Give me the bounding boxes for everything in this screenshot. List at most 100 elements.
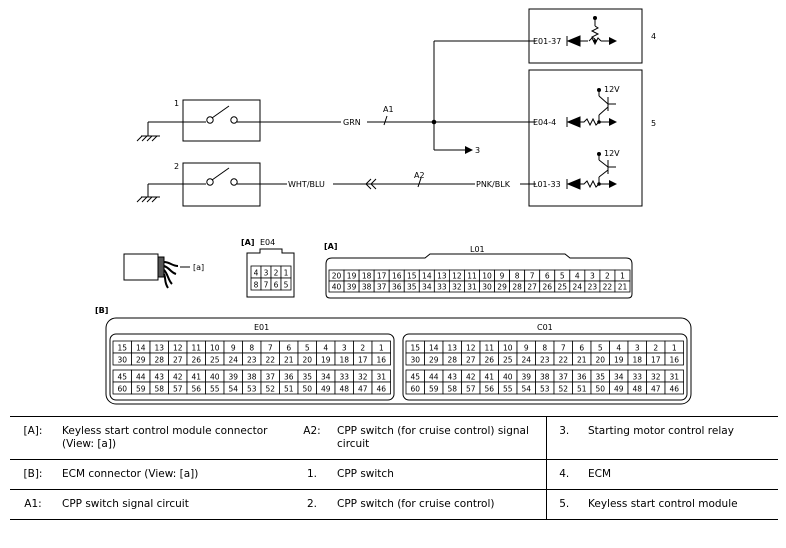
pin-number: 35	[302, 372, 312, 381]
connector-pin: 20	[297, 352, 317, 366]
connector-pin: 29	[494, 280, 510, 293]
connector-pin: 32	[353, 369, 373, 383]
pin-number: 59	[136, 384, 146, 393]
pin-number: 21	[618, 282, 628, 291]
pin-number: 37	[265, 372, 275, 381]
pin-number: 18	[339, 355, 349, 364]
pin-number: 22	[558, 355, 568, 364]
connector-pin: 19	[316, 352, 336, 366]
pin-number: 60	[410, 384, 420, 393]
c01-connector-name: C01	[537, 323, 553, 332]
connector-pin: 13	[149, 340, 169, 354]
connector-pin: 1	[280, 265, 292, 279]
pin-number: 8	[254, 280, 259, 289]
pin-number: 35	[407, 282, 417, 291]
connector-pin: 56	[479, 381, 499, 395]
connector-pin: 1	[371, 340, 391, 354]
pin-number: 27	[527, 282, 537, 291]
connector-pin: 15	[405, 340, 425, 354]
connector-pin: 40	[328, 280, 345, 293]
pin-number: 31	[467, 282, 477, 291]
connector-pin: 10	[205, 340, 225, 354]
connector-pin: 40	[205, 369, 225, 383]
connector-pin: 38	[535, 369, 555, 383]
connector-pin: 38	[358, 280, 375, 293]
pin-number: 32	[358, 372, 368, 381]
connector-pin: 12	[168, 340, 188, 354]
legend-text: CPP switch signal circuit	[56, 489, 293, 520]
wire-color-pnk-blk: PNK/BLK	[476, 180, 511, 189]
pin-number: 42	[466, 372, 476, 381]
pin-number: 17	[651, 355, 661, 364]
wire-color-wht-blu: WHT/BLU	[288, 180, 325, 189]
pin-number: 39	[521, 372, 531, 381]
pin-number: 45	[410, 372, 420, 381]
connector-pin: 27	[461, 352, 481, 366]
connector-pin: 39	[343, 280, 360, 293]
connector-pin: 29	[131, 352, 151, 366]
connector-pin: 28	[509, 280, 526, 293]
wire-label-a1: A1	[383, 105, 394, 114]
pin-number: 10	[503, 343, 513, 352]
pin-number: 43	[154, 372, 164, 381]
pin-number: 28	[154, 355, 164, 364]
pin-number: 54	[228, 384, 238, 393]
connector-pin: 24	[569, 280, 586, 293]
connector-pin: 10	[479, 269, 495, 282]
connector-pin: 34	[418, 280, 435, 293]
wire-label-a2: A2	[414, 171, 425, 180]
connector-pin: 19	[609, 352, 629, 366]
pin-number: 40	[210, 372, 220, 381]
pin-number: 11	[191, 343, 201, 352]
pin-number: 3	[342, 343, 347, 352]
connector-pin: 2	[599, 269, 616, 282]
connector-pin: 51	[279, 381, 299, 395]
pin-number: 37	[377, 282, 387, 291]
connector-pin: 52	[260, 381, 280, 395]
e04-connector-name: E04	[260, 238, 275, 247]
terminal-e01-37: E01-37	[533, 37, 561, 46]
cpp-switch-symbol: 1	[136, 99, 261, 142]
connector-pin: 5	[590, 340, 610, 354]
pin-number: 34	[321, 372, 331, 381]
pin-number: 5	[284, 280, 289, 289]
connector-pin: 54	[223, 381, 243, 395]
connector-pin: 47	[353, 381, 373, 395]
wiring-diagram: 1 2 GRN A1 3	[95, 8, 692, 405]
wire-a2	[260, 177, 536, 188]
connector-pin: 11	[186, 340, 206, 354]
pin-number: 24	[573, 282, 583, 291]
pin-number: 30	[410, 355, 420, 364]
connector-pin: 2	[646, 340, 666, 354]
connector-pin: 43	[442, 369, 462, 383]
pin-number: 58	[154, 384, 164, 393]
supply-12v-a: 12V	[604, 85, 620, 94]
connector-pin: 42	[168, 369, 188, 383]
connector-pin: 31	[371, 369, 391, 383]
pin-number: 8	[515, 271, 520, 280]
connector-pin: 24	[223, 352, 243, 366]
pin-number: 6	[579, 343, 584, 352]
harness-connector-icon: [a]	[123, 253, 204, 289]
connector-pin: 50	[590, 381, 610, 395]
connector-pin: 14	[424, 340, 444, 354]
pin-number: 54	[521, 384, 531, 393]
connector-pin: 4	[609, 340, 629, 354]
pin-number: 3	[590, 271, 595, 280]
connector-pin: 13	[442, 340, 462, 354]
connector-pin: 29	[424, 352, 444, 366]
pin-number: 4	[254, 268, 259, 277]
pin-number: 22	[265, 355, 275, 364]
connector-pin: 35	[403, 280, 420, 293]
connector-pin: 6	[270, 277, 282, 291]
supply-12v-b: 12V	[604, 149, 620, 158]
pin-number: 37	[558, 372, 568, 381]
pin-number: 1	[379, 343, 384, 352]
pin-number: 2	[653, 343, 658, 352]
pin-number: 46	[376, 384, 386, 393]
pin-number: 14	[136, 343, 146, 352]
pin-number: 19	[614, 355, 624, 364]
legend-key: 3.	[546, 416, 582, 460]
connector-pin: 41	[186, 369, 206, 383]
connector-pin: 35	[590, 369, 610, 383]
